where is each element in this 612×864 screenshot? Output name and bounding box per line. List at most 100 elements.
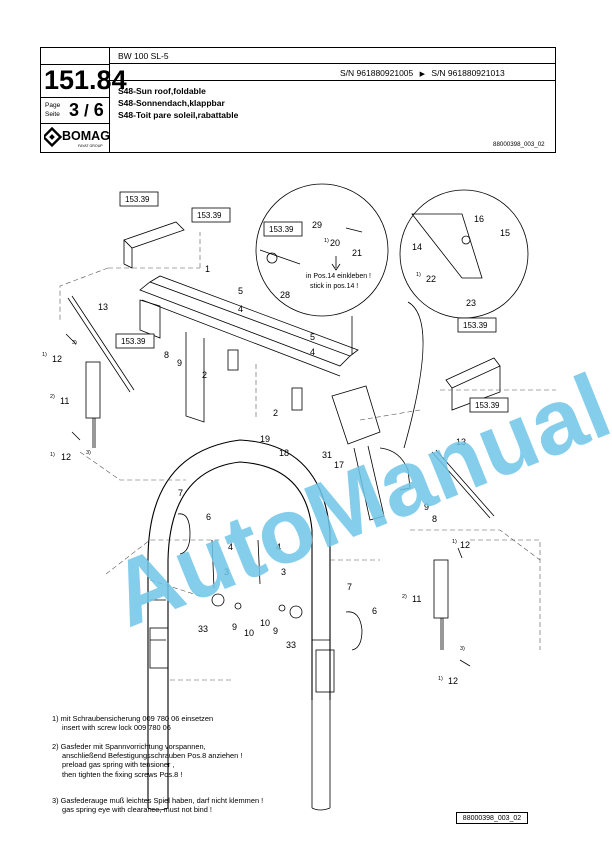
svg-text:2): 2) (50, 394, 55, 400)
pos-28: 28 (280, 290, 290, 300)
position-labels: 1 2 2 3 3 4 4 4 4 5 5 6 6 7 7 8 8 9 9 9 … (52, 214, 510, 686)
pos-8: 8 (164, 350, 169, 360)
footnote-1-mark: 1) (52, 714, 59, 723)
arrow-down-icon (331, 256, 341, 271)
footnote-3: 3) Gasfederauge muß leichtes Spiel haben… (52, 796, 264, 815)
page-total: 6 (93, 100, 104, 120)
pos-4b: 4 (310, 347, 315, 357)
doc-code: 88000398_003_02 (493, 141, 545, 148)
pos-14: 14 (412, 242, 422, 252)
pos-4c: 4 (228, 542, 233, 552)
footnote-2-mark: 2) (52, 742, 59, 751)
page-label-en: Seite (45, 111, 60, 118)
ref-box-5[interactable]: 153.39 (463, 321, 488, 330)
bomag-logo-icon: BOMAG FAYAT GROUP (41, 126, 110, 148)
bomag-logo: BOMAG FAYAT GROUP (41, 126, 110, 154)
ref-box-6[interactable]: 153.39 (475, 401, 500, 410)
header-left-col (40, 47, 110, 153)
footnote-1: 1) mit Schraubensicherung 009 780 06 ein… (52, 714, 214, 733)
pos-13: 13 (98, 302, 108, 312)
pos-33: 33 (198, 624, 208, 634)
pos-18: 18 (279, 448, 289, 458)
svg-text:1): 1) (452, 539, 457, 545)
footnote-markers: 3) 1) 2) 1) 3) 1) 1) 1) 2) 3) 1) (42, 238, 465, 682)
page-number: 3 / 6 (69, 100, 104, 121)
pos-9c: 9 (273, 626, 278, 636)
ref-box-2[interactable]: 153.39 (197, 211, 222, 220)
header-block: 151.84 Page Seite 3 / 6 BOMAG FAYAT GROU… (40, 47, 556, 153)
pos-29: 29 (312, 220, 322, 230)
header-frame (40, 47, 556, 153)
svg-text:1): 1) (438, 676, 443, 682)
pos-12d: 12 (448, 676, 458, 686)
pos-1: 1 (205, 264, 210, 274)
svg-text:1): 1) (50, 452, 55, 458)
pos-2: 2 (202, 370, 207, 380)
dashed-reference-lines (59, 232, 556, 681)
detail-notes: in Pos.14 einkleben ! stick in pos.14 ! (306, 273, 371, 290)
ref-box-3[interactable]: 153.39 (121, 337, 146, 346)
serial-to: S/N 961880921013 (431, 68, 505, 78)
ref-box-1[interactable]: 153.39 (125, 195, 150, 204)
pos-17: 17 (334, 460, 344, 470)
page-sep: / (84, 101, 89, 120)
pos-8b: 8 (432, 514, 437, 524)
page-label-de: Page (45, 102, 61, 109)
svg-text:3): 3) (72, 340, 77, 346)
svg-text:3): 3) (460, 646, 465, 652)
title-fr: S48-Toit pare soleil,rabattable (118, 110, 239, 120)
pos-33b: 33 (286, 640, 296, 650)
serial-from: S/N 961880921005 (340, 68, 414, 78)
pos-4d: 4 (276, 542, 281, 552)
pos-3b: 3 (281, 567, 286, 577)
pos-9d: 9 (424, 502, 429, 512)
pos-31: 31 (322, 450, 332, 460)
pos-20: 20 (330, 238, 340, 248)
note-de: in Pos.14 einkleben ! (306, 273, 371, 280)
pos-12b: 12 (61, 452, 71, 462)
pos-9b: 9 (232, 622, 237, 632)
svg-text:1): 1) (324, 238, 329, 244)
pos-9: 9 (177, 358, 182, 368)
note-en: stick in pos.14 ! (310, 283, 358, 290)
pos-23: 23 (466, 298, 476, 308)
svg-text:2): 2) (402, 594, 407, 600)
svg-text:1): 1) (416, 272, 421, 278)
header-model-row (110, 47, 556, 64)
pos-22: 22 (426, 274, 436, 284)
pos-10b: 10 (260, 618, 270, 628)
header-left-divider2 (40, 97, 110, 98)
pos-6b: 6 (372, 606, 377, 616)
pos-6: 6 (206, 512, 211, 522)
pos-16: 16 (474, 214, 484, 224)
pos-19: 19 (260, 434, 270, 444)
page-ref: 151.84 (44, 65, 127, 95)
pos-13b: 13 (456, 437, 466, 447)
pos-2b: 2 (273, 408, 278, 418)
ref-box-4[interactable]: 153.39 (269, 225, 294, 234)
footnote-3-mark: 3) (52, 796, 59, 805)
pos-12: 12 (52, 354, 62, 364)
pos-5: 5 (238, 286, 243, 296)
footnote-2: 2) Gasfeder mit Spannvorrichtung vorspan… (52, 742, 243, 779)
pos-7: 7 (178, 488, 183, 498)
pos-7b: 7 (347, 582, 352, 592)
pos-11b: 11 (412, 594, 421, 604)
title-de: S48-Sonnendach,klappbar (118, 98, 225, 108)
pos-4: 4 (238, 304, 243, 314)
svg-text:3): 3) (86, 450, 91, 456)
watermark: AutoManual (97, 355, 612, 647)
pos-15: 15 (500, 228, 510, 238)
pos-10: 10 (244, 628, 254, 638)
header-serial-row (110, 64, 556, 81)
logo-sub: FAYAT GROUP (78, 144, 103, 148)
header-left-divider3 (40, 123, 110, 124)
reference-boxes: 153.39 153.39 153.39 153.39 153.39 153.3… (115, 191, 509, 413)
serial-arrow-icon: ▶ (419, 71, 426, 78)
drawing-code: 88000398_003_02 (456, 812, 528, 824)
pos-11: 11 (60, 396, 69, 406)
page-num: 3 (69, 100, 80, 120)
header-left-divider (40, 64, 110, 65)
pos-21: 21 (352, 248, 362, 258)
